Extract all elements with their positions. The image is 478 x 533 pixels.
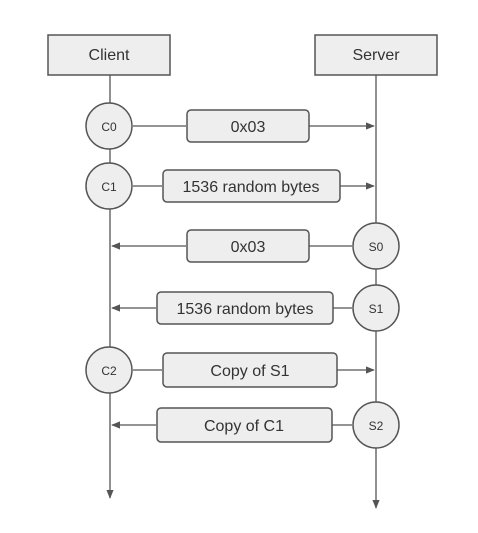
message-c2: Copy of S1 C2 (85, 346, 375, 394)
message-label: 0x03 (231, 119, 266, 136)
message-box (156, 407, 333, 443)
client-participant-label: Client (89, 47, 130, 64)
message-label: Copy of S1 (210, 363, 289, 380)
message-label: Copy of C1 (204, 418, 284, 435)
node-label: S1 (369, 302, 384, 316)
node-circle (352, 401, 400, 449)
client-participant-box: Client (47, 34, 171, 76)
message-box (186, 229, 310, 263)
message-box (162, 352, 338, 388)
node-label: S2 (369, 419, 384, 433)
message-c1: 1536 random bytes C1 (85, 162, 375, 210)
node-label: C1 (101, 180, 117, 194)
message-box (156, 291, 334, 325)
node-circle (85, 162, 133, 210)
node-label: C2 (101, 364, 117, 378)
node-circle (85, 102, 133, 150)
node-circle (352, 222, 400, 270)
server-participant-label: Server (352, 47, 400, 64)
message-box (162, 169, 341, 203)
message-label: 1536 random bytes (177, 301, 314, 318)
server-participant-box: Server (314, 34, 438, 76)
message-label: 1536 random bytes (183, 179, 320, 196)
node-circle (352, 284, 400, 332)
node-label: C0 (101, 120, 117, 134)
message-box (186, 109, 310, 143)
node-circle (85, 346, 133, 394)
message-s1: 1536 random bytes S1 (111, 284, 400, 332)
message-s2: Copy of C1 S2 (111, 401, 400, 449)
message-s0: 0x03 S0 (111, 222, 400, 270)
message-c0: 0x03 C0 (85, 102, 375, 150)
node-label: S0 (369, 240, 384, 254)
message-label: 0x03 (231, 239, 266, 256)
